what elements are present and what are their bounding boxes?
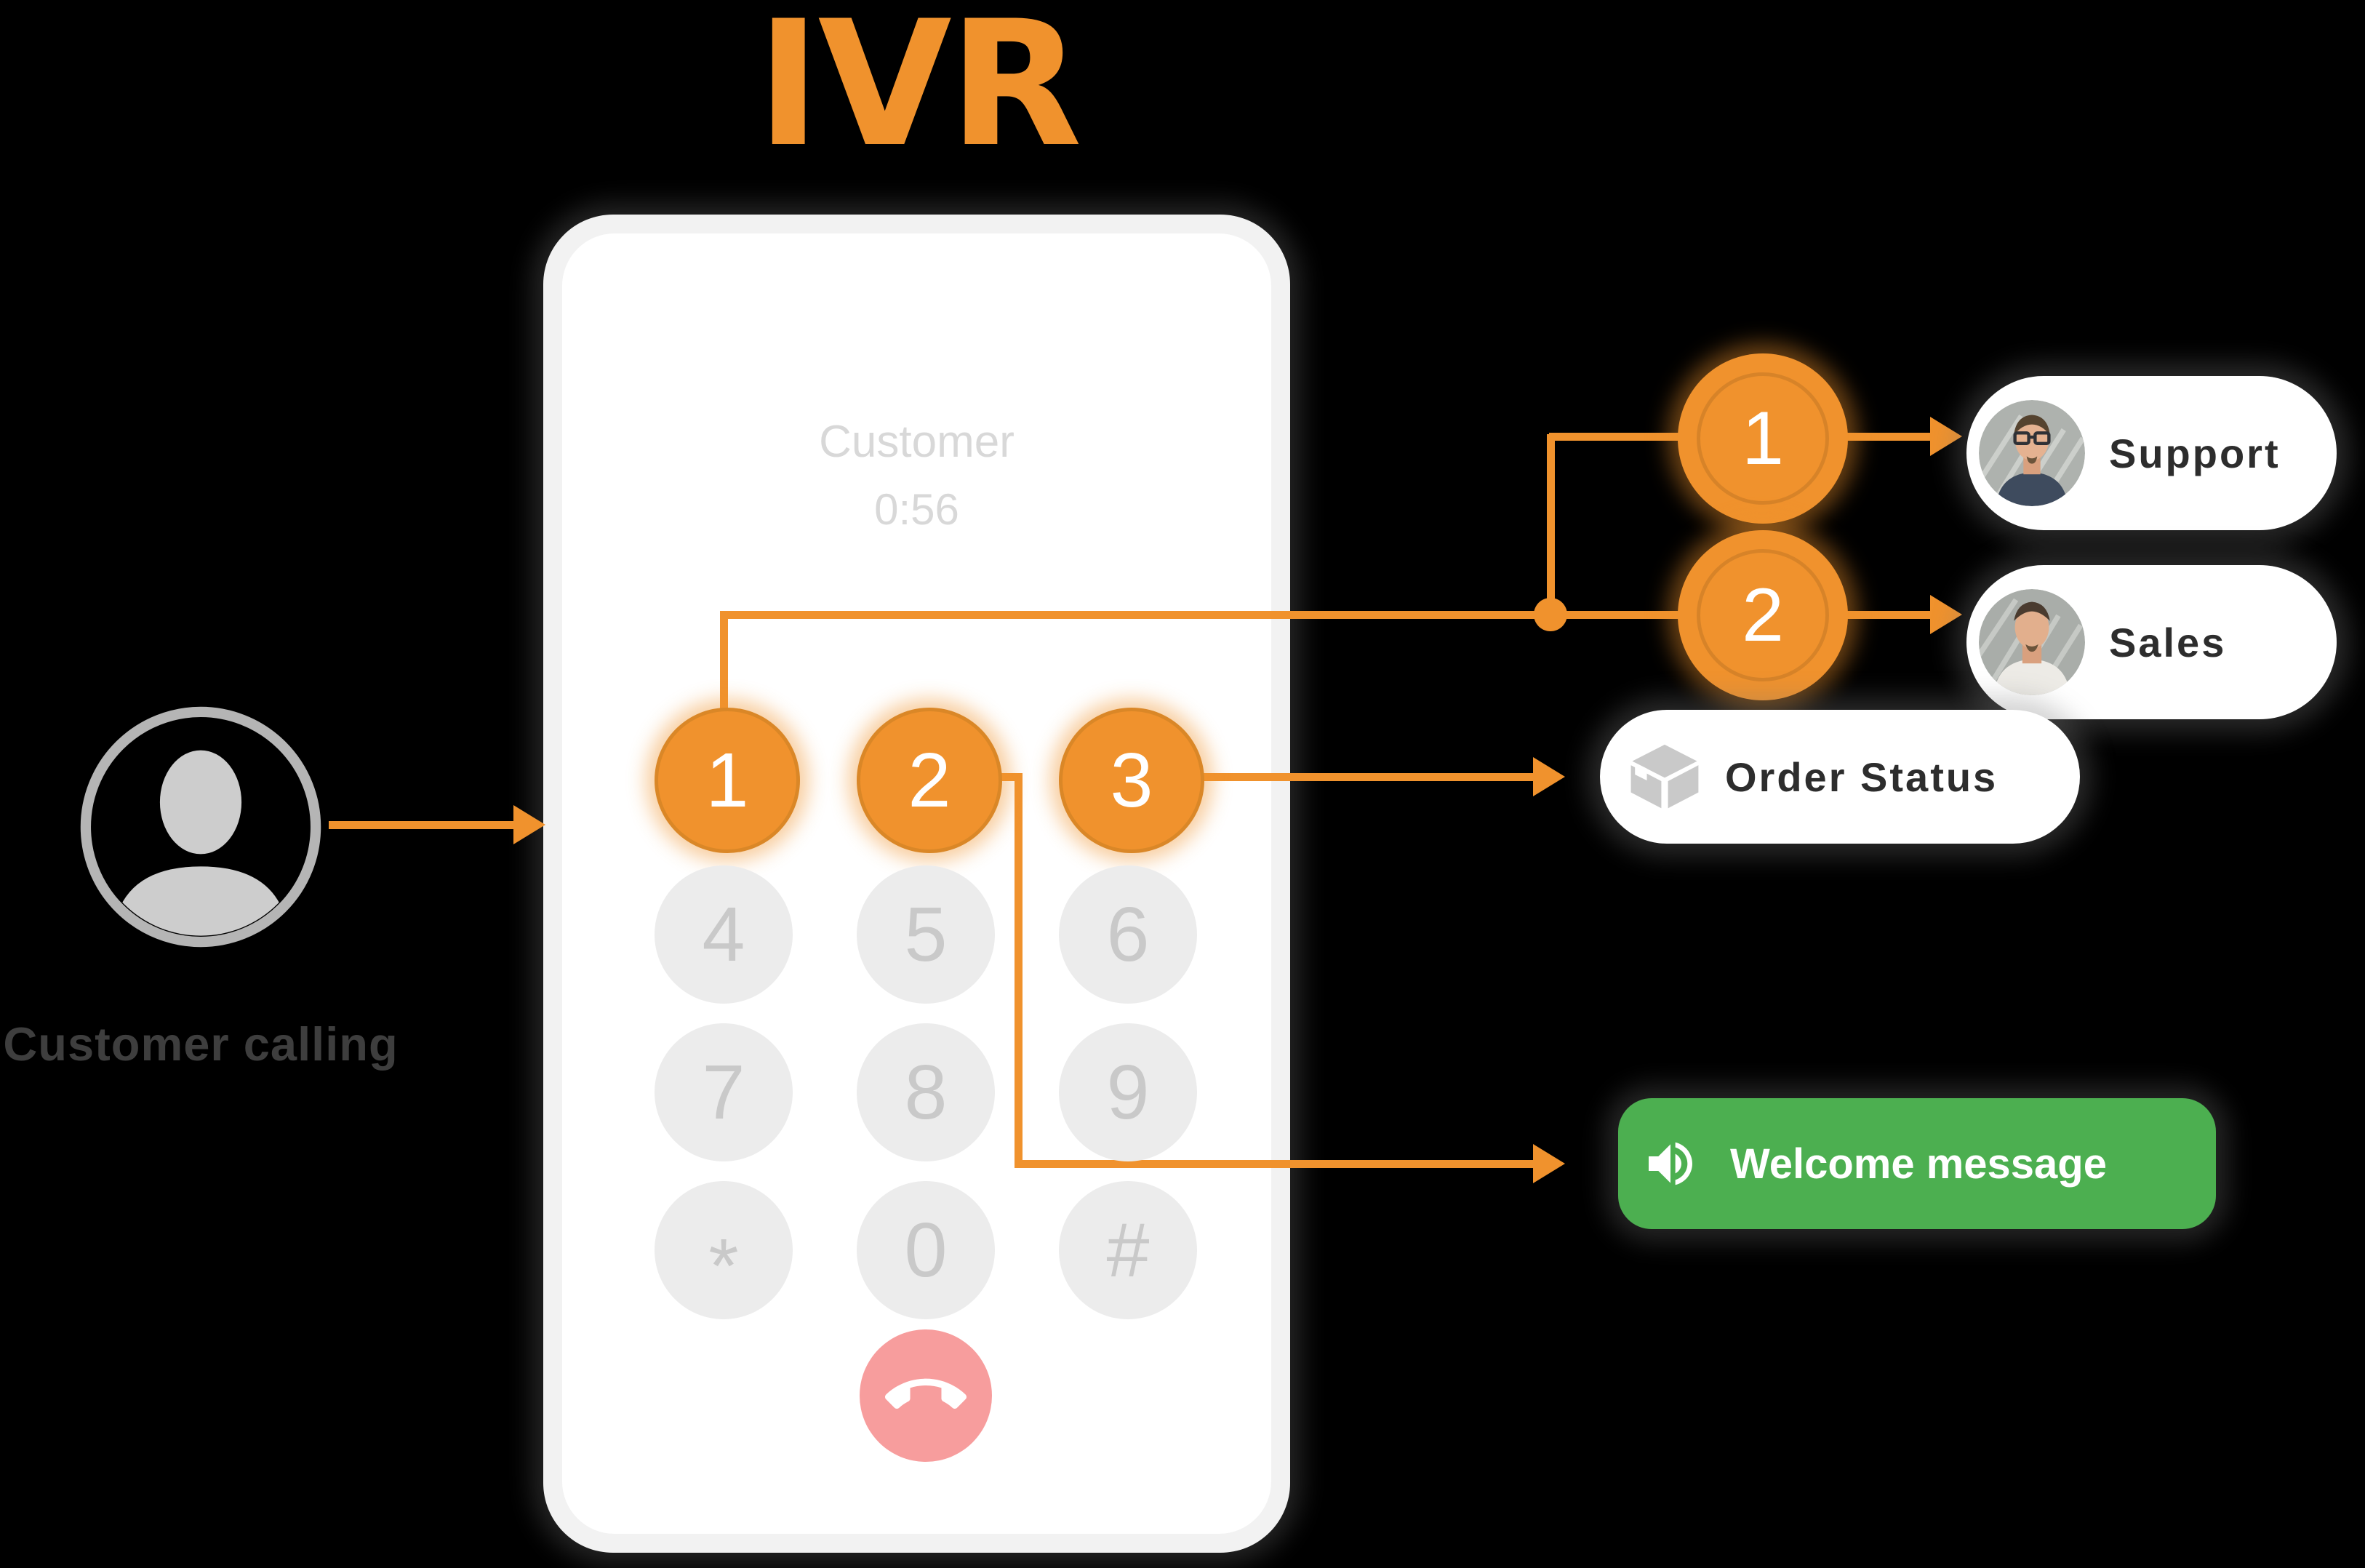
- menu-option-badge-1: 1: [1678, 353, 1848, 524]
- dial-key-star[interactable]: *: [655, 1181, 793, 1319]
- dial-key-5[interactable]: 5: [857, 865, 995, 1004]
- sales-arrowhead-icon: [1930, 595, 1962, 634]
- caller-arrowhead-icon: [513, 805, 545, 844]
- caller-label: Customer calling: [3, 1017, 399, 1071]
- dial-key-hash[interactable]: #: [1059, 1181, 1197, 1319]
- star-key-label: *: [708, 1223, 739, 1309]
- dial-key-3[interactable]: 3: [1059, 708, 1204, 853]
- person-icon: [80, 706, 321, 948]
- call-end-icon: [885, 1378, 967, 1409]
- destination-support[interactable]: Support: [1966, 376, 2337, 530]
- support-label: Support: [2109, 430, 2281, 476]
- connector-junction-riser: [1547, 434, 1555, 619]
- speaker-icon: [1649, 1142, 1692, 1185]
- badge-2-digit: 2: [1742, 572, 1784, 657]
- dial-key-4[interactable]: 4: [655, 865, 793, 1004]
- menu-option-badge-2: 2: [1678, 530, 1848, 700]
- destination-welcome-message[interactable]: Welcome message: [1618, 1098, 2216, 1229]
- connector-caller-to-phone: [329, 821, 513, 829]
- page-title: IVR: [756, 0, 1082, 185]
- connector-key2-drop: [1015, 773, 1023, 1168]
- customer-avatar: [77, 703, 324, 951]
- support-arrowhead-icon: [1930, 417, 1962, 456]
- order-arrowhead-icon: [1533, 757, 1565, 796]
- call-timer: 0:56: [874, 485, 959, 534]
- dial-key-1[interactable]: 1: [655, 708, 800, 853]
- hangup-button[interactable]: [860, 1329, 992, 1462]
- order-status-label: Order Status: [1725, 753, 1998, 800]
- connector-key3-to-order: [1197, 773, 1536, 781]
- destination-order-status[interactable]: Order Status: [1600, 710, 2080, 844]
- dial-key-2[interactable]: 2: [857, 708, 1002, 853]
- dial-key-6[interactable]: 6: [1059, 865, 1197, 1004]
- support-agent-avatar: [1979, 400, 2085, 506]
- connector-key1-riser: [720, 615, 728, 711]
- connector-to-welcome: [1015, 1160, 1536, 1168]
- dial-key-8[interactable]: 8: [857, 1023, 995, 1161]
- package-icon: [1628, 743, 1702, 811]
- destination-sales[interactable]: Sales: [1966, 565, 2337, 719]
- welcome-arrowhead-icon: [1533, 1144, 1565, 1183]
- dial-key-9[interactable]: 9: [1059, 1023, 1197, 1161]
- sales-label: Sales: [2109, 619, 2227, 665]
- dial-key-7[interactable]: 7: [655, 1023, 793, 1161]
- dial-key-0[interactable]: 0: [857, 1181, 995, 1319]
- welcome-message-label: Welcome message: [1730, 1140, 2107, 1188]
- connector-key2-stub: [995, 773, 1023, 781]
- call-display-name: Customer: [819, 417, 1015, 467]
- badge-1-digit: 1: [1742, 396, 1784, 481]
- connector-to-sales: [720, 611, 1934, 619]
- sales-agent-avatar: [1979, 589, 2085, 695]
